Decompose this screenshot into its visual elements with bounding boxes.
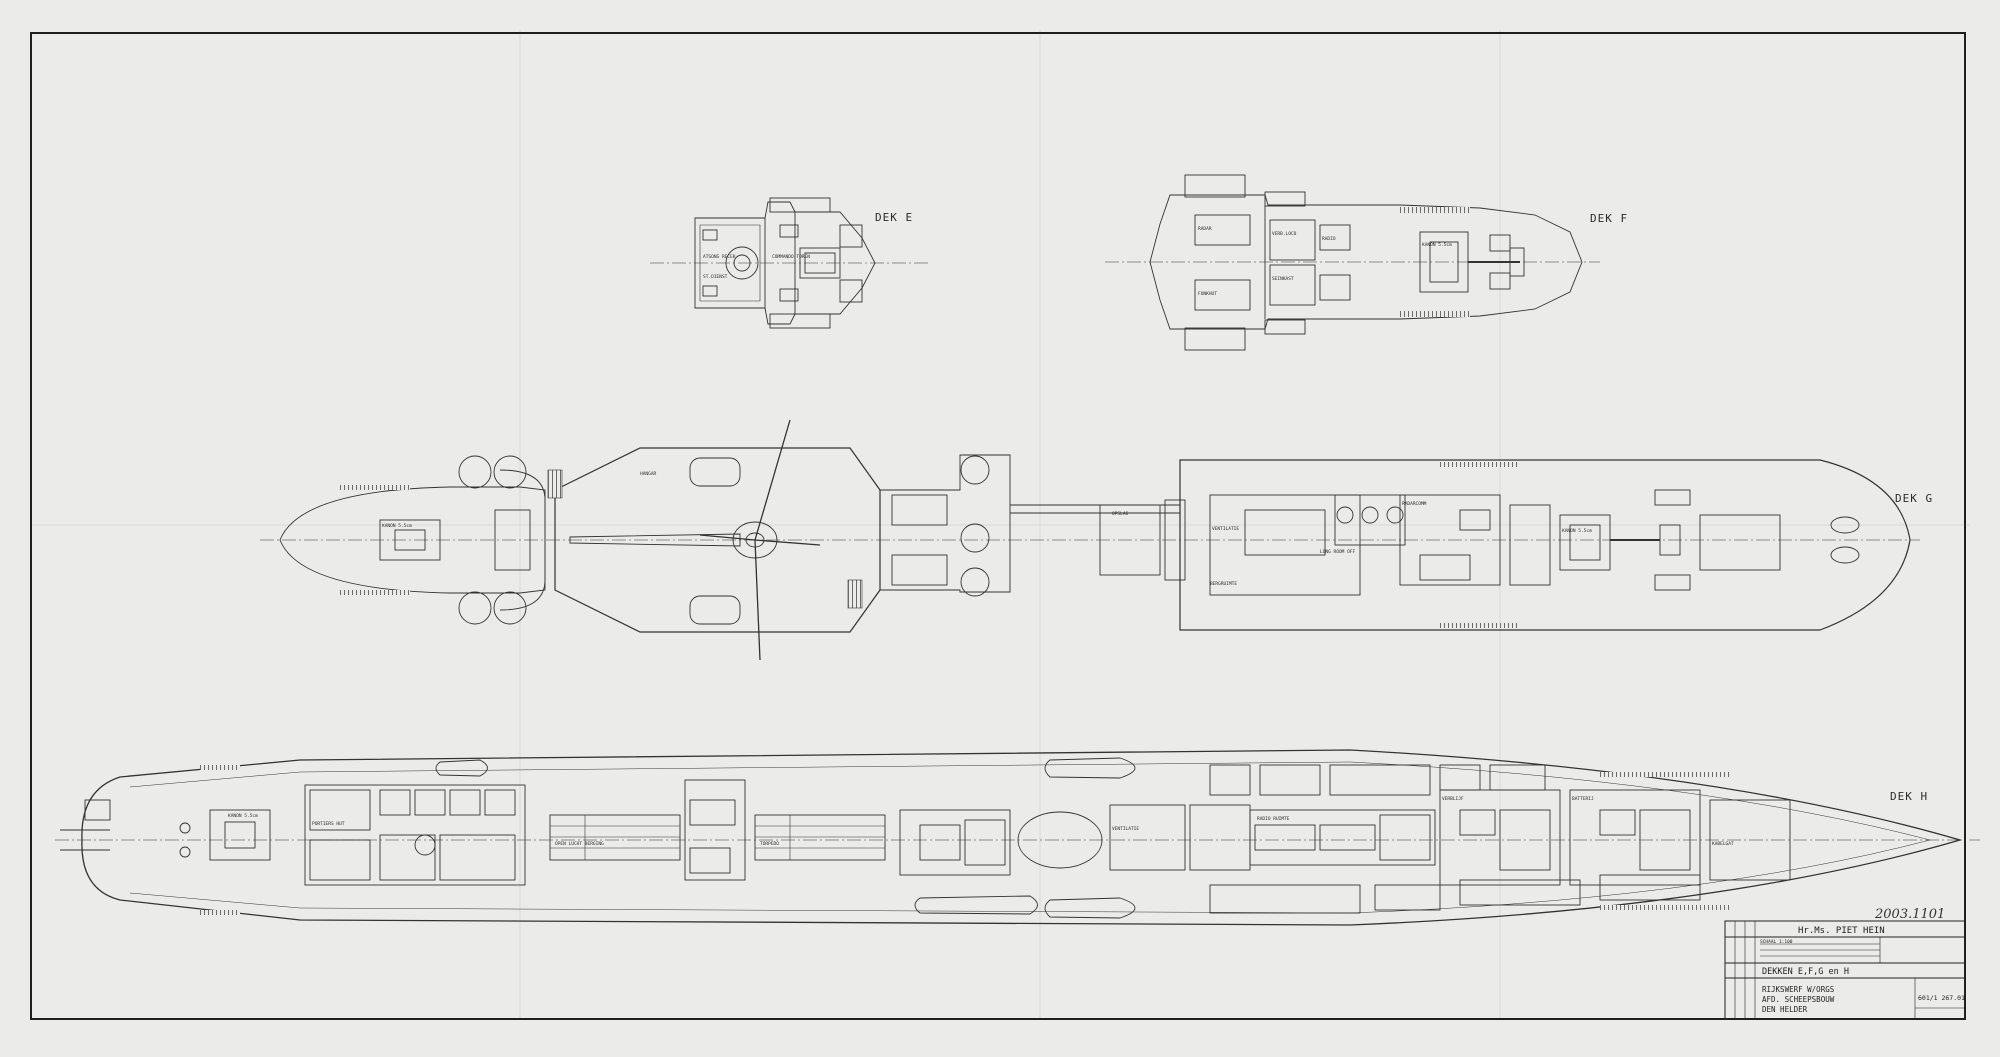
yard-department: AFD. SCHEEPSBOUW <box>1762 995 1835 1004</box>
deck-e-room-label: ST.DIENST <box>703 274 728 280</box>
deck-g-room-label: HANGAR <box>640 471 657 477</box>
deck-h-room-label: TORPEDO <box>760 841 779 847</box>
deck-g-railing <box>1440 462 1520 467</box>
drawing-title: DEKKEN E,F,G en H <box>1762 967 1849 977</box>
deck-g-railing <box>1440 623 1520 628</box>
archive-number: 2003.1101 <box>1874 907 1945 922</box>
deck-g-room-label: BERGRUIMTE <box>1210 581 1237 587</box>
yard-location: DEN HELDER <box>1762 1005 1808 1014</box>
drawing-number: 601/1 267.01 <box>1918 994 1965 1002</box>
deck-h-room-label: PORTIERS HUT <box>312 821 345 827</box>
deck-g-plan <box>260 419 1920 661</box>
deck-f-room-label: RADIO <box>1322 236 1336 242</box>
deck-h-plan <box>55 749 1980 926</box>
deck-h-room-label: KANON 5.5cm <box>228 813 258 819</box>
ship-name: Hr.Ms. PIET HEIN <box>1798 926 1885 936</box>
deck-f-room-label: SEINKAST <box>1272 276 1294 282</box>
deck-g-ladder <box>547 469 563 499</box>
scale-label: SCHAAL 1:100 <box>1760 939 1793 945</box>
deck-e-plan <box>650 197 930 329</box>
deck-g-room-label: VENTILATIE <box>1212 526 1239 532</box>
deck-g-room-label: KANON 5.5cm <box>1562 528 1592 534</box>
deck-g-label: DEK G <box>1895 492 1933 505</box>
deck-h-room-label: OPEN LUCHT BERGING <box>555 841 604 847</box>
deck-h-railing <box>1600 905 1730 910</box>
yard-name: RIJKSWERF W/ORGS <box>1762 985 1835 994</box>
deck-h-room-label: VENTILATIE <box>1112 826 1139 832</box>
deck-f-plan <box>1105 174 1600 351</box>
deck-h-room-label: RADIO RUIMTE <box>1257 816 1290 822</box>
deck-g-railing <box>340 485 410 490</box>
deck-h-railing <box>200 765 240 770</box>
deck-h-railing <box>1600 772 1730 777</box>
deck-e-label: DEK E <box>875 211 913 224</box>
deck-g-ladder <box>847 579 863 609</box>
deck-g-railing <box>340 590 410 595</box>
deck-f-railing <box>1400 207 1470 213</box>
deck-g-room-label: OPSLAG <box>1112 511 1129 517</box>
deck-h-label: DEK H <box>1890 790 1928 803</box>
deck-f-railing <box>1400 311 1470 317</box>
deck-h-room-label: VERBLIJF <box>1442 796 1464 802</box>
deck-g-room-label: LONG ROOM OFF <box>1320 549 1356 555</box>
deck-g-room-label: RADARCOMM <box>1402 501 1427 507</box>
deck-f-room-label: RADAR <box>1198 226 1212 232</box>
title-block <box>1724 920 1966 1020</box>
deck-f-label: DEK F <box>1590 212 1628 225</box>
drawing-frame <box>30 32 1966 1020</box>
deck-e-room-label: ATSONS RECEK <box>703 254 736 260</box>
deck-f-room-label: KANON 5.5cm <box>1422 242 1452 248</box>
deck-h-railing <box>200 910 240 915</box>
deck-f-room-label: FUNKHUT <box>1198 291 1217 297</box>
deck-f-room-label: VERB.LOCO <box>1272 231 1297 237</box>
deck-e-room-label: COMMANDO TOREN <box>772 254 810 260</box>
deck-g-room-label: KANON 5.5cm <box>382 523 412 529</box>
deck-h-room-label: KABELGAT <box>1712 841 1734 847</box>
deck-h-room-label: BATTERIJ <box>1572 796 1594 802</box>
